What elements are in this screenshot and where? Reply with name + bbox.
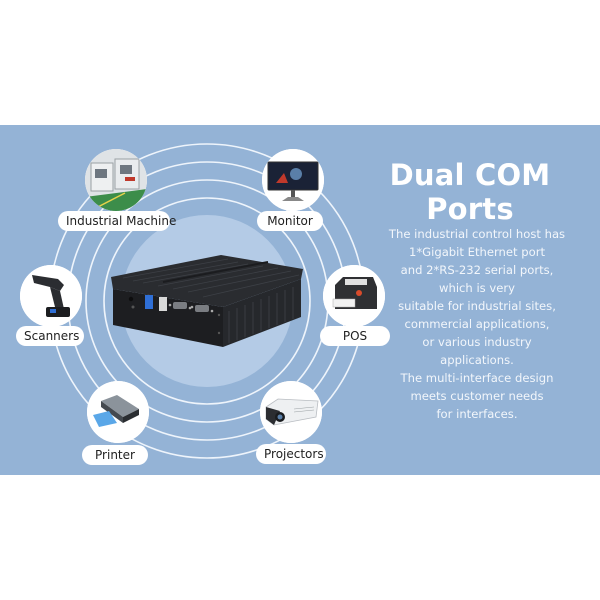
description-line: for interfaces. xyxy=(436,407,518,421)
scanners-image xyxy=(20,265,82,327)
com2-port-icon xyxy=(195,305,209,312)
flatbed-scanner-photo-icon xyxy=(87,381,149,443)
pos-image xyxy=(323,265,385,327)
ring-1 xyxy=(103,197,311,405)
usb3-port-icon xyxy=(145,295,153,309)
usb2-port-icon xyxy=(159,297,167,311)
scanners-label: Scanners xyxy=(16,326,84,346)
description-line: The multi-interface design xyxy=(400,371,554,385)
description-line: The industrial control host has xyxy=(388,227,566,241)
industrial-machine-image xyxy=(85,149,147,211)
description-line: and 2*RS-232 serial ports, xyxy=(400,263,554,277)
description: The industrial control host has 1*Gigabi… xyxy=(372,225,582,423)
description-line: applications. xyxy=(440,353,514,367)
monitor-photo-icon xyxy=(262,149,324,211)
monitor-image xyxy=(262,149,324,211)
description-line: or various industry xyxy=(422,335,532,349)
description-line: suitable for industrial sites, xyxy=(398,299,556,313)
printer-label: Printer xyxy=(82,445,148,465)
page-title: Dual COM Ports xyxy=(389,158,551,226)
description-line: 1*Gigabit Ethernet port xyxy=(408,245,546,259)
projectors-label: Projectors xyxy=(256,444,326,464)
monitor-label: Monitor xyxy=(257,211,323,231)
description-line: meets customer needs xyxy=(410,389,544,403)
mini-pc-icon xyxy=(111,255,303,347)
printer-image xyxy=(87,381,149,443)
pos-label: POS xyxy=(320,326,390,346)
com1-port-icon xyxy=(173,302,187,309)
projectors-image xyxy=(260,381,322,443)
industrial-machine-photo-icon xyxy=(85,149,147,211)
feature-banner: Industrial Machine Monitor Scanners xyxy=(0,125,600,475)
description-line: which is very xyxy=(438,281,516,295)
pos-printer-photo-icon xyxy=(323,265,385,327)
industrial-machine-label: Industrial Machine xyxy=(58,211,176,231)
description-line: commercial applications, xyxy=(404,317,550,331)
power-jack-icon xyxy=(128,296,134,302)
mini-pc-image xyxy=(103,247,303,347)
barcode-scanner-photo-icon xyxy=(20,265,82,327)
projector-photo-icon xyxy=(260,381,322,443)
